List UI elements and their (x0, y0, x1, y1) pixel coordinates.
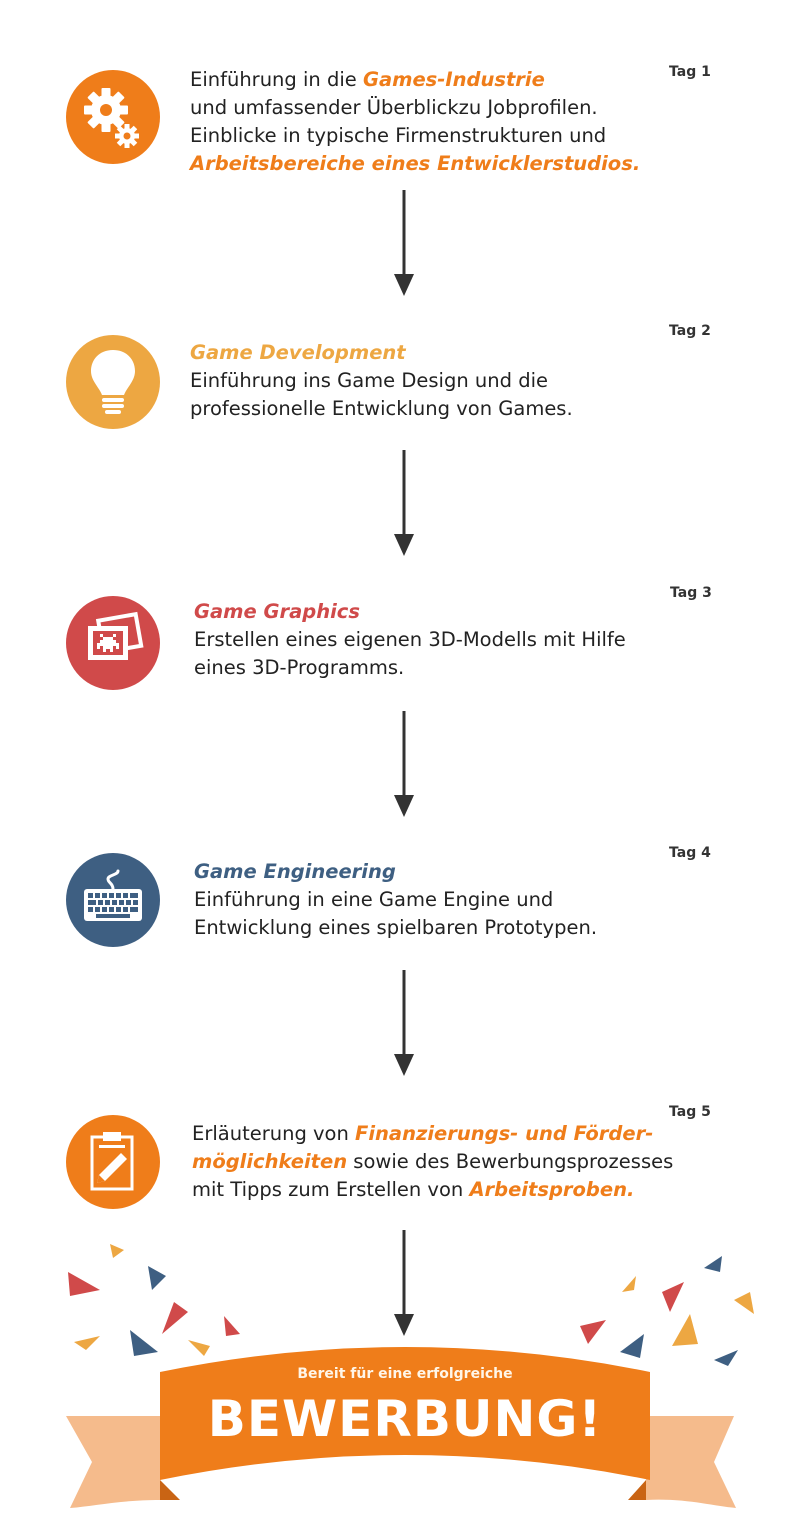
step-5-line-2: möglichkeiten sowie des Bewerbungsprozes… (192, 1148, 732, 1176)
arrow-down-icon (394, 711, 414, 817)
step-1-highlight-arbeitsbereiche: Arbeitsbereiche eines Entwicklerstudios. (190, 152, 641, 175)
step-1-icon-circle (66, 70, 160, 164)
pixel-pictures-icon (88, 611, 144, 660)
confetti-piece (68, 1272, 100, 1296)
step-3-title: Game Graphics (194, 600, 360, 623)
step-3-day-tag: Tag 3 (670, 585, 712, 601)
step-5-line-1: Erläuterung von Finanzierungs- und Förde… (192, 1120, 732, 1148)
arrow-1 (394, 190, 414, 304)
arrow-5 (394, 1230, 414, 1344)
step-4-line-2: Entwicklung eines spielbaren Prototypen. (194, 916, 598, 939)
step-5-day-tag: Tag 5 (669, 1104, 711, 1120)
step-2-icon-circle (66, 335, 160, 429)
step-1-line-3: Einblicke in typische Firmenstrukturen u… (190, 124, 607, 147)
step-4-day-tag: Tag 4 (669, 845, 711, 861)
confetti-right (580, 1256, 754, 1366)
banner-title: BEWERBUNG! (207, 1390, 603, 1448)
step-3-line-2: eines 3D-Programms. (194, 656, 405, 679)
step-4-line-1: Einführung in eine Game Engine und (194, 888, 554, 911)
confetti-piece (704, 1256, 722, 1272)
confetti-piece (188, 1340, 210, 1356)
step-1-line-1-text: Einführung in die (190, 68, 363, 91)
step-5-icon-circle (66, 1115, 160, 1209)
arrow-down-icon (394, 970, 414, 1076)
confetti-left (68, 1244, 240, 1356)
confetti-piece (224, 1316, 240, 1336)
ribbon-tails (66, 1416, 736, 1508)
step-5-highlight-finanzierung: Finanzierungs- und Förder- (355, 1122, 654, 1145)
keyboard-icon (84, 869, 142, 921)
step-2-line-1: Einführung ins Game Design und die (190, 369, 548, 392)
step-2-line-2: professionelle Entwicklung von Games. (190, 397, 573, 420)
gears-icon (84, 88, 139, 148)
step-4-icon-circle (66, 853, 160, 947)
confetti-piece (714, 1350, 738, 1366)
clipboard-pen-icon (90, 1132, 134, 1191)
step-1-description: Einführung in die Games-Industrie und um… (190, 66, 730, 178)
step-1-day-tag: Tag 1 (669, 64, 711, 80)
step-3-icon-circle (66, 596, 160, 690)
confetti-piece (148, 1266, 166, 1290)
step-5-line-3: mit Tipps zum Erstellen von Arbeitsprobe… (192, 1176, 732, 1204)
confetti-piece (622, 1276, 636, 1292)
confetti-piece (620, 1334, 644, 1358)
confetti-piece (74, 1336, 100, 1350)
step-5-description: Erläuterung von Finanzierungs- und Förde… (192, 1120, 732, 1204)
step-2-day-tag: Tag 2 (669, 323, 711, 339)
arrow-down-icon (394, 190, 414, 296)
confetti-piece (130, 1330, 158, 1356)
arrow-down-icon (394, 450, 414, 556)
step-1-line-1: Einführung in die Games-Industrie (190, 66, 730, 94)
confetti-piece (734, 1292, 754, 1314)
step-5-highlight-moeglichkeiten: möglichkeiten (192, 1150, 348, 1173)
step-5-line-1-text: Erläuterung von (192, 1122, 356, 1145)
step-5-line-2-text: sowie des Bewerbungsprozesses (347, 1150, 674, 1173)
ribbon-main (160, 1347, 650, 1480)
arrow-2 (394, 450, 414, 564)
step-2-description: Game Development Einführung ins Game Des… (190, 339, 730, 423)
confetti-piece (162, 1302, 188, 1334)
arrow-4 (394, 970, 414, 1084)
lightbulb-icon (91, 350, 135, 414)
arrow-3 (394, 711, 414, 825)
step-4-title: Game Engineering (194, 860, 396, 883)
step-5-highlight-arbeitsproben: Arbeitsproben. (469, 1178, 635, 1201)
step-1-line-2: und umfassender Überblickzu Jobprofilen. (190, 96, 598, 119)
confetti-piece (672, 1314, 698, 1346)
banner-graphic (66, 1244, 754, 1508)
confetti-piece (580, 1320, 606, 1344)
banner-subtitle: Bereit für eine erfolgreiche (297, 1366, 513, 1382)
step-5-line-3-text: mit Tipps zum Erstellen von (192, 1178, 470, 1201)
arrow-down-icon (394, 1230, 414, 1336)
step-2-title: Game Development (190, 341, 406, 364)
step-3-line-1: Erstellen eines eigenen 3D-Modells mit H… (194, 628, 626, 651)
step-1-highlight-games-industrie: Games-Industrie (362, 68, 545, 91)
step-3-description: Game Graphics Erstellen eines eigenen 3D… (194, 598, 734, 682)
step-4-description: Game Engineering Einführung in eine Game… (194, 858, 734, 942)
confetti-piece (662, 1282, 684, 1312)
confetti-piece (110, 1244, 124, 1258)
